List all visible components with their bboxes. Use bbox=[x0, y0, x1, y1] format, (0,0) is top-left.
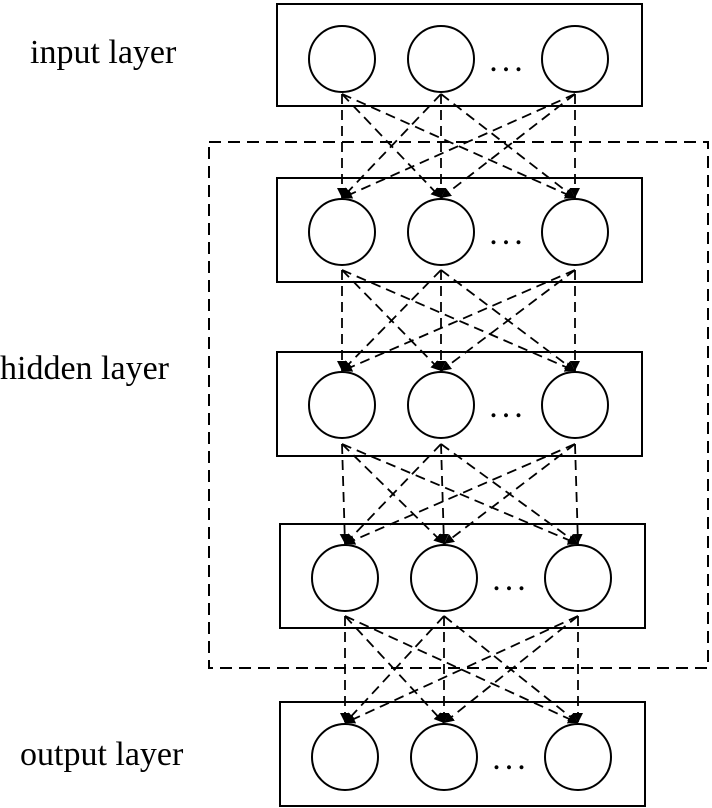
output-layer-label: output layer bbox=[20, 736, 184, 773]
hidden-3-layer: ... bbox=[279, 523, 646, 629]
connection-hidden-1-3-to-hidden-2-1 bbox=[341, 269, 576, 372]
hidden-3-neuron-2 bbox=[410, 544, 478, 612]
connection-hidden-3-2-to-output-1 bbox=[344, 615, 445, 724]
connection-hidden-2-1-to-hidden-3-1 bbox=[339, 443, 350, 545]
hidden-2-layer: ... bbox=[276, 351, 643, 457]
hidden-3-layer-box bbox=[279, 523, 646, 629]
connections bbox=[337, 93, 583, 724]
output-layer-box bbox=[279, 701, 646, 807]
input-layer-box bbox=[276, 3, 643, 107]
hidden-group-box bbox=[208, 141, 709, 669]
hidden-1-layer: ... bbox=[276, 177, 643, 283]
hidden-1-neuron-1 bbox=[308, 198, 376, 266]
connection-input-3-to-hidden-1-1 bbox=[341, 93, 576, 199]
layers: ............... bbox=[276, 3, 646, 807]
connection-hidden-3-3-to-output-1 bbox=[344, 615, 579, 724]
hidden-1-neuron-3 bbox=[541, 198, 609, 266]
hidden-2-layer-box bbox=[276, 351, 643, 457]
input-layer-label: input layer bbox=[30, 34, 177, 71]
connection-input-2-to-hidden-1-1 bbox=[341, 93, 442, 199]
hidden-3-ellipsis: ... bbox=[492, 561, 530, 598]
connection-hidden-3-3-to-output-2 bbox=[443, 615, 579, 724]
input-ellipsis: ... bbox=[489, 42, 527, 79]
connection-hidden-2-3-to-hidden-3-3 bbox=[572, 443, 583, 545]
hidden-layer-label: hidden layer bbox=[0, 350, 169, 387]
input-layer: ... bbox=[276, 3, 643, 107]
output-ellipsis: ... bbox=[492, 740, 530, 777]
connection-hidden-1-3-to-hidden-2-2 bbox=[440, 269, 576, 372]
hidden-3-neuron-1 bbox=[311, 544, 379, 612]
input-neuron-1 bbox=[308, 25, 376, 93]
connection-hidden-1-2-to-hidden-2-1 bbox=[341, 269, 442, 372]
connection-hidden-1-1-to-hidden-2-3 bbox=[341, 269, 576, 372]
hidden-2-neuron-2 bbox=[407, 371, 475, 439]
hidden-1-neuron-2 bbox=[407, 198, 475, 266]
output-neuron-2 bbox=[410, 723, 478, 791]
hidden-3-neuron-3 bbox=[544, 544, 612, 612]
connection-input-1-to-hidden-1-3 bbox=[341, 93, 576, 199]
connection-hidden-2-2-to-hidden-3-2 bbox=[438, 443, 449, 545]
input-neuron-3 bbox=[541, 25, 609, 93]
connection-input-3-to-hidden-1-2 bbox=[440, 93, 576, 199]
connection-hidden-2-3-to-hidden-3-2 bbox=[443, 443, 576, 545]
output-layer: ... bbox=[279, 701, 646, 807]
hidden-1-layer-box bbox=[276, 177, 643, 283]
hidden-1-ellipsis: ... bbox=[489, 215, 527, 252]
hidden-2-neuron-3 bbox=[541, 371, 609, 439]
connection-hidden-2-2-to-hidden-3-1 bbox=[344, 443, 442, 545]
output-neuron-3 bbox=[544, 723, 612, 791]
connection-hidden-2-1-to-hidden-3-3 bbox=[341, 443, 579, 545]
input-neuron-2 bbox=[407, 25, 475, 93]
hidden-2-ellipsis: ... bbox=[489, 388, 527, 425]
output-neuron-1 bbox=[311, 723, 379, 791]
hidden-2-neuron-1 bbox=[308, 371, 376, 439]
connection-hidden-2-3-to-hidden-3-1 bbox=[344, 443, 576, 545]
